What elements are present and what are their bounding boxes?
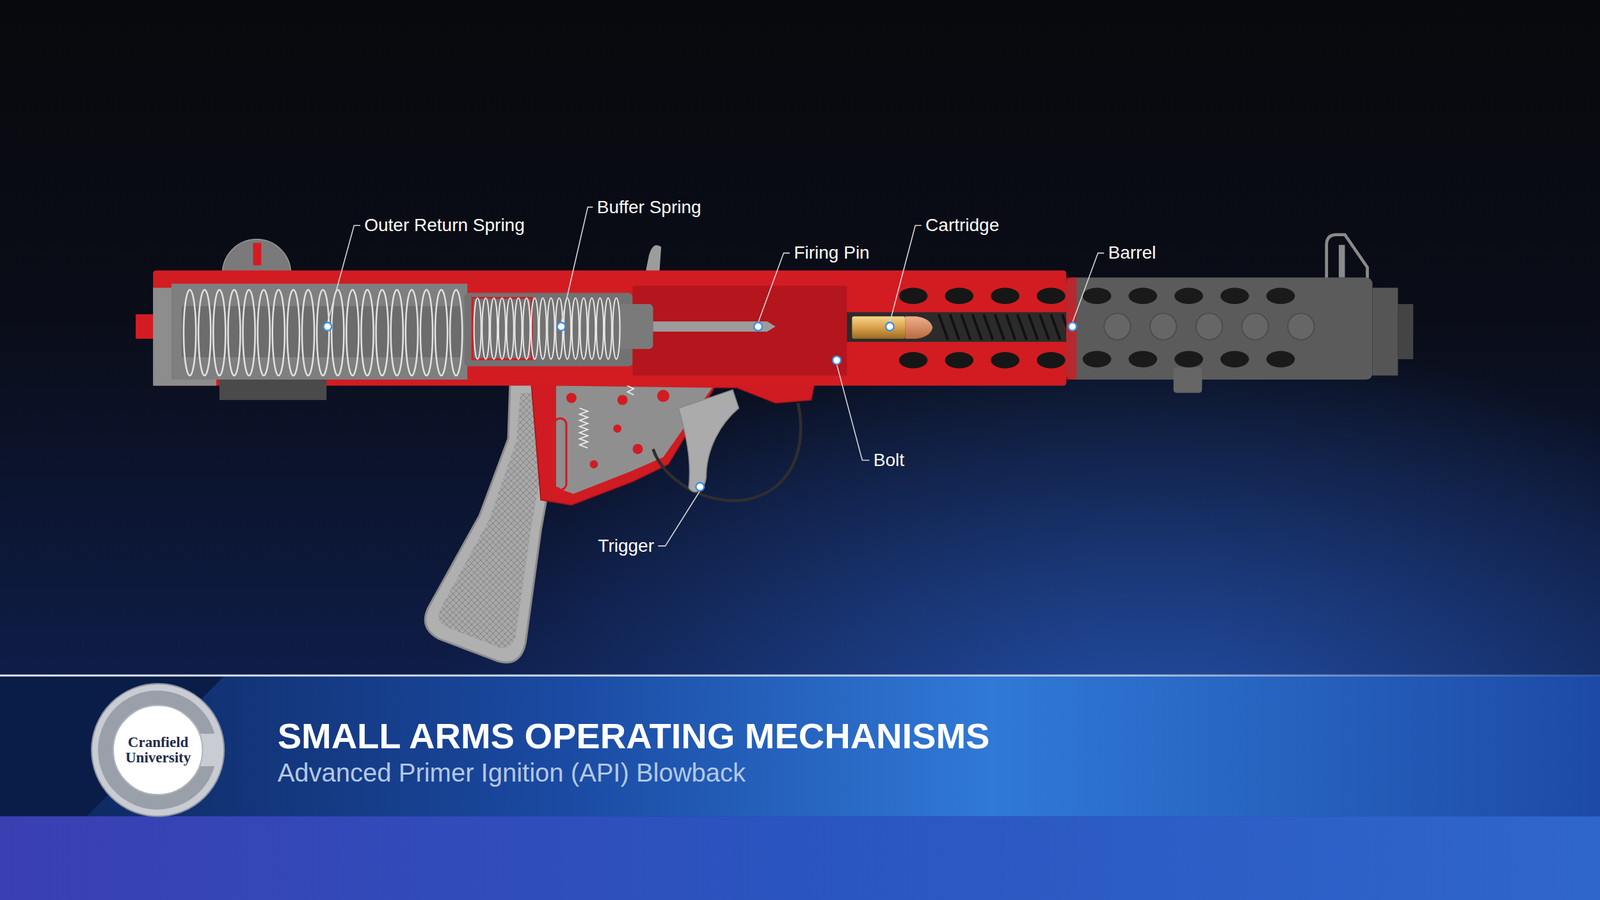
- rifling-groove: [983, 314, 993, 340]
- spring-coil: [257, 289, 271, 376]
- callout-dot: [557, 322, 566, 331]
- leader-line: [758, 252, 790, 322]
- leader-line: [836, 364, 870, 461]
- spring-coil: [302, 289, 315, 376]
- rifling-groove: [995, 314, 1005, 340]
- callout-dot: [885, 322, 895, 331]
- rifling-groove: [1050, 314, 1060, 340]
- spring-coil: [213, 289, 226, 376]
- rifling-groove: [938, 314, 948, 340]
- spring-coil: [391, 289, 404, 376]
- logo-badge: Cranfield University: [90, 682, 226, 818]
- spring-coil: [435, 289, 448, 376]
- rifling-groove: [1028, 314, 1038, 340]
- spring-coil: [490, 297, 498, 360]
- spring-coil: [376, 289, 389, 376]
- spring-coil: [498, 297, 506, 360]
- spring-coil: [547, 297, 555, 360]
- spring-coil: [522, 297, 530, 360]
- spring-coil: [481, 297, 489, 360]
- leader-line: [889, 225, 921, 322]
- spring-coil: [531, 297, 539, 360]
- spring-coil: [198, 289, 211, 376]
- callout-dot: [1068, 322, 1077, 331]
- leader-line: [327, 225, 361, 322]
- callout-dot: [323, 322, 332, 331]
- spring-coil: [346, 289, 359, 376]
- spring-coil: [405, 289, 418, 376]
- callout-dot: [695, 482, 704, 491]
- part-label: Buffer Spring: [597, 197, 702, 217]
- part-label: Firing Pin: [793, 243, 870, 264]
- rifling-groove: [972, 314, 982, 340]
- spring-coil: [183, 289, 196, 376]
- part-label: Trigger: [597, 536, 655, 557]
- part-label: Cartridge: [925, 215, 1000, 236]
- caption: Advanced Primer Ignition (API) Blowback: [277, 758, 746, 787]
- logo-text: Cranfield University: [120, 734, 196, 766]
- rifling-groove: [961, 314, 971, 340]
- callout-dot: [753, 322, 763, 331]
- leader-line: [561, 207, 593, 323]
- spring-coil: [272, 289, 285, 376]
- part-label: Bolt: [873, 450, 905, 471]
- spring-coil: [572, 297, 580, 360]
- spring-coil: [506, 297, 514, 360]
- spring-coil: [420, 289, 433, 376]
- spring-coil: [227, 289, 240, 376]
- spring-coil: [287, 289, 300, 376]
- spring-coil: [612, 297, 620, 360]
- spring-coil: [539, 297, 547, 360]
- spring-coil: [596, 297, 604, 360]
- rifling-groove: [1017, 314, 1027, 340]
- rifling-groove: [949, 314, 959, 340]
- spring-coil: [360, 289, 374, 376]
- part-label: Outer Return Spring: [364, 215, 525, 236]
- spring-coil: [449, 289, 463, 376]
- spring-coil: [514, 297, 522, 360]
- rifling-groove: [1040, 314, 1049, 340]
- rifling-groove: [1006, 314, 1016, 340]
- title: SMALL ARMS OPERATING MECHANISMS: [277, 716, 991, 756]
- spring-coil: [474, 297, 482, 360]
- spring-coil: [588, 297, 596, 360]
- callout-dot: [832, 355, 841, 365]
- leader-line: [1072, 252, 1104, 322]
- spring-coil: [242, 289, 255, 376]
- leader-line: [657, 490, 700, 546]
- spring-coil: [316, 289, 329, 376]
- spring-coil: [579, 297, 587, 360]
- part-label: Barrel: [1108, 243, 1157, 264]
- spring-coil: [604, 297, 612, 360]
